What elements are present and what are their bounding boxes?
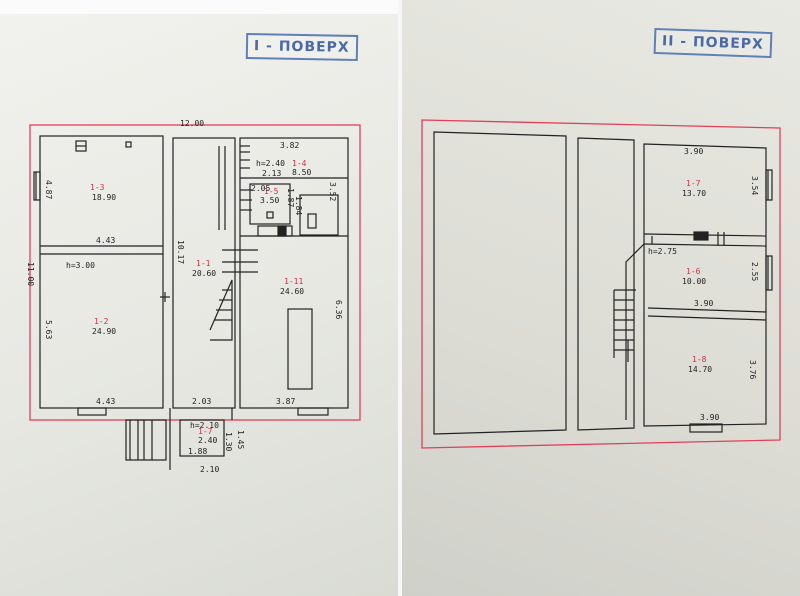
dim-2-13: 2.13: [262, 169, 281, 178]
dim-2-10: 2.10: [200, 465, 219, 474]
dim-3-87: 3.87: [276, 397, 295, 406]
floor-2-plan-photo: 3.90 3.54 2.55 3.90 3.76 3.90 1-7 13.70 …: [402, 0, 800, 596]
room-1-3-area: 18.90: [92, 193, 116, 202]
dim-1-30: 1.30: [224, 432, 233, 451]
floor-1-plan-photo: 12.00 11.00 3.82 4.87 4.43 5.63 4.43 10.…: [0, 0, 398, 596]
height-label-1: h=3.00: [66, 261, 95, 270]
paper-edge: [0, 0, 398, 14]
room-2-6-area: 10.00: [682, 277, 706, 286]
floor-2-walls: [433, 131, 773, 435]
height-label-floor2: h=2.75: [648, 247, 677, 256]
dim-2-03: 2.03: [192, 397, 211, 406]
dim-1-84: 1.84: [294, 196, 303, 215]
dim-width: 12.00: [180, 119, 204, 128]
room-1-2-area: 24.90: [92, 327, 116, 336]
room-2-7-id: 1-7: [686, 179, 701, 188]
dim-3-82: 3.82: [280, 141, 299, 150]
room-1-3-id: 1-3: [90, 183, 105, 192]
dim-3-90-top: 3.90: [684, 147, 703, 156]
height-label-2: h=2.40: [256, 159, 285, 168]
dim-2-55: 2.55: [750, 262, 759, 281]
small-label: 2.05: [251, 184, 270, 193]
dim-3-52: 3.52: [328, 182, 337, 201]
dim-3-54: 3.54: [750, 176, 759, 195]
room-1-11-area: 24.60: [280, 287, 304, 296]
dim-5-63: 5.63: [44, 320, 53, 339]
floor-2-plan: 3.90 3.54 2.55 3.90 3.76 3.90 1-7 13.70 …: [421, 119, 781, 449]
floor-stamp-right: II - ПОВЕРХ: [653, 27, 773, 59]
dim-6-36: 6.36: [334, 300, 343, 319]
room-1-4-id: 1-4: [292, 159, 307, 168]
dim-1-87: 1.87: [286, 188, 295, 207]
dim-1-88: 1.88: [188, 447, 207, 456]
room-1-1-id: 1-1: [196, 259, 211, 268]
room-2-6-id: 1-6: [686, 267, 701, 276]
room-2-7-area: 13.70: [682, 189, 706, 198]
room-2-8-area: 14.70: [688, 365, 712, 374]
dim-4-43-top: 4.43: [96, 236, 115, 245]
dim-4-87: 4.87: [44, 180, 53, 199]
dim-1-45: 1.45: [236, 430, 245, 449]
dim-10-17: 10.17: [176, 240, 185, 264]
room-1-7-area: 2.40: [198, 436, 217, 445]
room-1-5-id: 1-5: [264, 187, 279, 196]
room-1-1-area: 20.60: [192, 269, 216, 278]
dim-4-43-bottom: 4.43: [96, 397, 115, 406]
photo-divider: [398, 0, 402, 596]
dim-height: 11.00: [26, 262, 35, 286]
floor-1-plan: 12.00 11.00 3.82 4.87 4.43 5.63 4.43 10.…: [26, 119, 361, 474]
height-label-3: h=2.10: [190, 421, 219, 430]
dim-3-90-bottom: 3.90: [700, 413, 719, 422]
floor-stamp-left: I - ПОВЕРХ: [245, 33, 358, 61]
room-2-8-id: 1-8: [692, 355, 707, 364]
room-1-2-id: 1-2: [94, 317, 109, 326]
room-1-4-area: 8.50: [292, 168, 311, 177]
floor-2-frame: [421, 119, 781, 449]
dim-3-76: 3.76: [748, 360, 757, 379]
room-1-11-id: 1-11: [284, 277, 303, 286]
room-1-7-id: 1-7: [198, 427, 213, 436]
room-1-5-area: 3.50: [260, 196, 279, 205]
floor-1-walls: [33, 135, 349, 470]
dim-3-90-mid: 3.90: [694, 299, 713, 308]
